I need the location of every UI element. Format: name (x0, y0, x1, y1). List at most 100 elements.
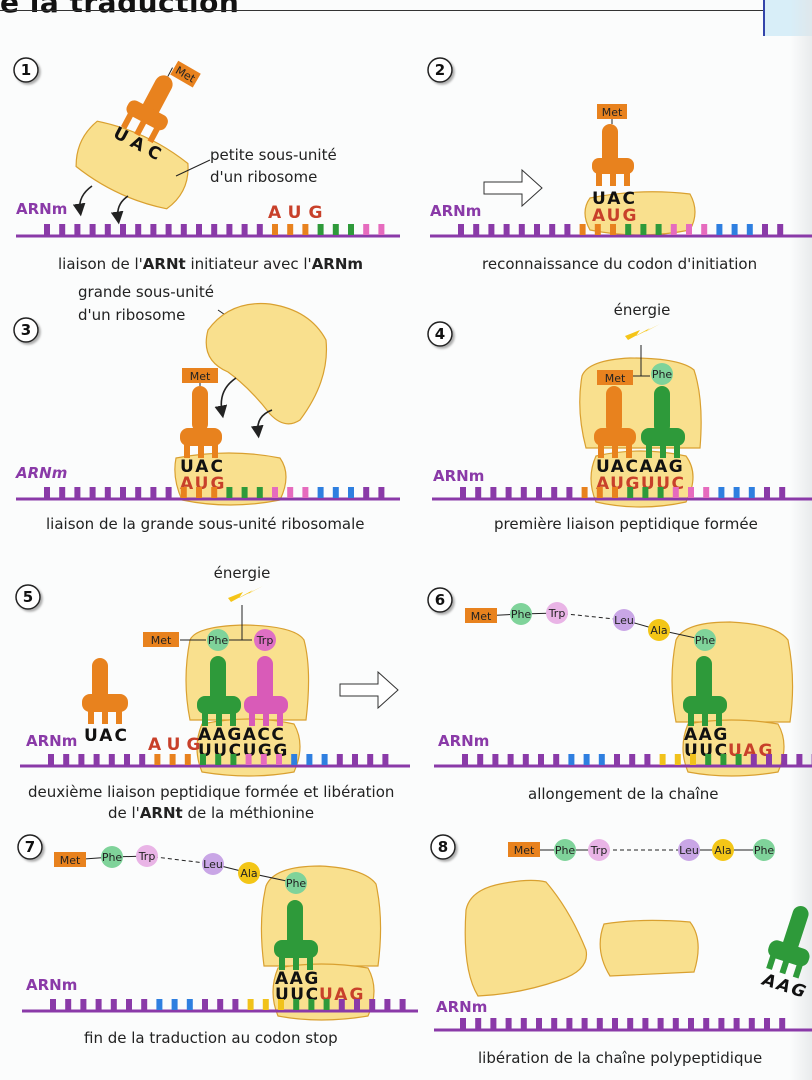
svg-text:Met: Met (602, 106, 623, 119)
nucleotide (568, 754, 575, 765)
step-caption: première liaison peptidique formée (494, 515, 758, 533)
svg-text:Met: Met (190, 370, 211, 383)
nucleotide (642, 487, 649, 498)
nucleotide (180, 487, 187, 498)
mrna-label: ARNm (433, 467, 484, 485)
nucleotide (627, 487, 634, 498)
large-ribosome-subunit (205, 302, 328, 425)
nucleotide (781, 754, 788, 765)
nucleotide (293, 999, 300, 1010)
nucleotide (348, 487, 354, 498)
small-ribosome-subunit (599, 919, 699, 977)
aa-met-box (143, 632, 179, 647)
nucleotide (154, 754, 161, 765)
nucleotide (139, 754, 146, 765)
step-caption-line-2: de l'ARNt de la méthionine (108, 804, 314, 822)
nucleotide (50, 999, 56, 1010)
nucleotide (520, 487, 527, 498)
nucleotide (95, 999, 102, 1010)
svg-text:Met: Met (151, 634, 172, 647)
nucleotide (507, 754, 514, 765)
step-2: 2 Met UAC AUG ARNm reconnaissance du cod… (427, 57, 812, 273)
aa-trp-label: Trp (138, 850, 156, 863)
nucleotide (110, 999, 117, 1010)
nucleotide (369, 999, 376, 1010)
step-number-badge: 1 (13, 57, 39, 83)
nucleotide (670, 224, 677, 235)
aa-phe-label: Phe (695, 634, 716, 647)
step-caption: libération de la chaîne polypeptidique (478, 1049, 762, 1067)
nucleotide (750, 754, 757, 765)
svg-text:6: 6 (435, 591, 445, 609)
nucleotide (211, 487, 218, 498)
energy-label: énergie (614, 301, 671, 319)
nucleotide (241, 224, 248, 235)
nucleotide (78, 754, 85, 765)
mrna-label: ARNm (16, 200, 67, 218)
svg-text:7: 7 (25, 838, 35, 856)
nucleotide (93, 754, 100, 765)
nucleotide (686, 224, 692, 235)
aa-met-box (508, 842, 540, 857)
nucleotide (196, 224, 202, 235)
nucleotide (538, 754, 544, 765)
nucleotide (566, 1018, 573, 1029)
nucleotide (44, 487, 50, 498)
nucleotide (553, 754, 560, 765)
nucleotide (594, 224, 601, 235)
mrna-strand (22, 999, 418, 1013)
nucleotide (59, 224, 66, 235)
nucleotide (211, 224, 218, 235)
nucleotide (779, 487, 786, 498)
nucleotide (120, 487, 126, 498)
nucleotide (733, 1018, 740, 1029)
svg-text:3: 3 (21, 321, 31, 339)
svg-text:5: 5 (23, 588, 33, 606)
arrow-icon (250, 409, 273, 439)
large-subunit-label-2: d'un ribosome (78, 306, 185, 324)
small-ribosome-subunit (75, 120, 189, 210)
nucleotide (505, 1018, 512, 1029)
aa-phe-circle (554, 839, 576, 861)
aa-phe-circle (694, 629, 716, 651)
nucleotide (505, 487, 512, 498)
nucleotide (766, 754, 772, 765)
nucleotide (701, 224, 708, 235)
nucleotide (705, 754, 712, 765)
page-gutter-shadow (790, 0, 812, 1080)
nucleotide (363, 224, 370, 235)
step-number-badge: 4 (427, 321, 453, 347)
nucleotide (276, 754, 282, 765)
aa-met-label: Met (471, 610, 492, 623)
nucleotide (278, 999, 284, 1010)
aa-leu-circle (202, 853, 224, 875)
step-4: 4 énergie Met Phe UACAAG AUGUUC ARNm (427, 301, 812, 533)
nucleotide (399, 999, 406, 1010)
nucleotide (733, 487, 740, 498)
mrna-strand (434, 1018, 812, 1032)
nucleotide (80, 999, 87, 1010)
nucleotide (596, 487, 603, 498)
mrna-label: ARNm (26, 732, 77, 750)
page-title: e la traduction (0, 0, 240, 19)
step-caption: allongement de la chaîne (528, 785, 718, 803)
nucleotide (321, 754, 328, 765)
nucleotide (674, 754, 681, 765)
energy-bolt-icon (625, 324, 660, 340)
released-trna-phe (766, 905, 810, 979)
step-number-badge: 6 (427, 587, 453, 613)
step-caption: fin de la traduction au codon stop (84, 1029, 338, 1047)
aa-trp-circle (546, 602, 568, 624)
nucleotide (156, 999, 163, 1010)
nucleotide (306, 754, 313, 765)
nucleotide (779, 1018, 786, 1029)
nucleotide (262, 999, 269, 1010)
nucleotide (657, 1018, 664, 1029)
trna-met (180, 382, 222, 458)
nucleotide (518, 224, 525, 235)
codon: AUG (592, 206, 638, 226)
nucleotide (688, 487, 694, 498)
nucleotide (659, 754, 666, 765)
